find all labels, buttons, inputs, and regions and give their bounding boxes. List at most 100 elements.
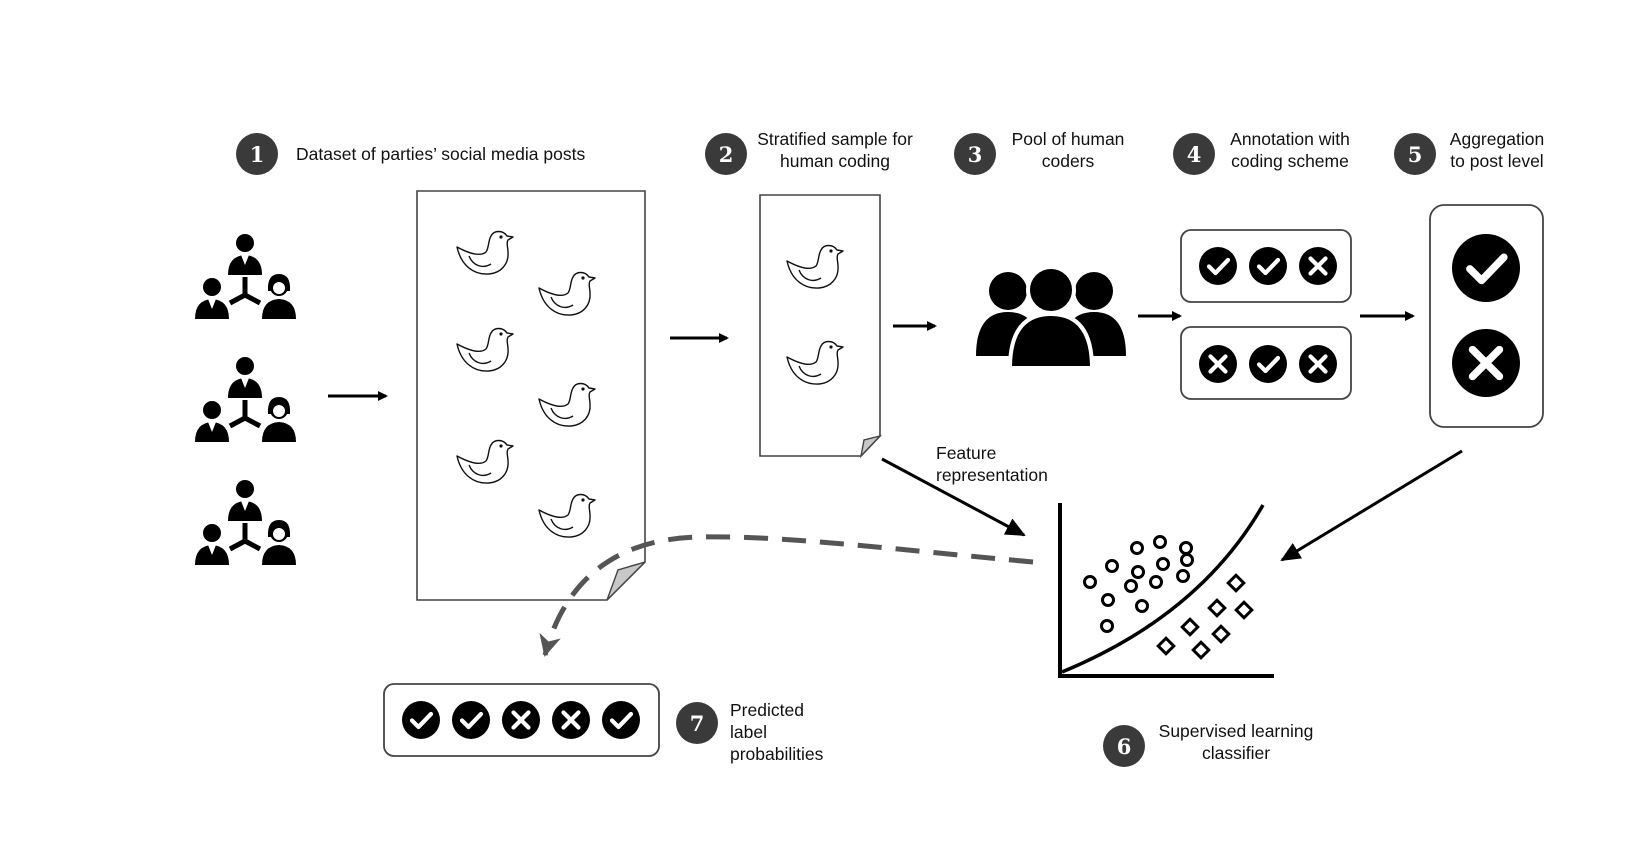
plot-points [1083,535,1254,660]
check-circle-icon [452,701,490,739]
class-a-point [1130,541,1144,555]
step-6-badge [1103,725,1145,767]
decision-boundary [1061,504,1265,674]
post-icons [456,230,844,538]
twitter-bird-icon [538,271,596,316]
step-4-label-line-2: coding scheme [1231,151,1349,171]
class-a-point [1101,593,1115,607]
cross-circle-icon [502,701,540,739]
party-groups [195,234,296,565]
step-4-label-line-1: Annotation with [1230,129,1350,149]
step-6-label-line-1: Supervised learning [1159,721,1314,741]
cross-circle-icon [1299,345,1337,383]
class-a-point [1153,535,1167,549]
step-4-number: 4 [1187,142,1202,167]
arrow-sample-to-classifier [881,457,1026,537]
twitter-bird-icon [786,340,844,385]
feature-representation-line-1: Feature [936,443,996,463]
sample-paper [759,194,881,457]
class-b-point [1234,600,1254,620]
class-a-point [1179,541,1193,555]
step-4-badge [1173,133,1215,175]
sample-document [759,194,883,459]
people-group-icon [976,265,1126,370]
class-a-point [1131,565,1145,579]
sample-page-fold [859,434,883,459]
aggregation-icons [1452,234,1520,397]
party-network-icon [195,357,296,442]
step-5-label-line-2: to post level [1450,151,1543,171]
step-2-number: 2 [719,142,734,167]
step-6-number: 6 [1117,734,1132,759]
step-4: 4 Annotation with coding scheme [1173,129,1350,175]
step-5-label-line-1: Aggregation [1450,129,1544,149]
class-a-point [1100,619,1114,633]
class-a-point [1105,559,1119,573]
class-a-point [1180,553,1194,567]
step-7-badge [676,702,718,744]
twitter-bird-icon [538,493,596,538]
check-circle-icon [1452,234,1520,302]
step-2-badge [705,133,747,175]
step-1-badge [236,133,278,175]
class-b-point [1180,617,1200,637]
step-6: 6 Supervised learning classifier [1103,721,1313,767]
classifier-plot [1058,503,1274,678]
class-a-point [1124,579,1138,593]
twitter-bird-icon [538,382,596,427]
step-5: 5 Aggregation to post level [1394,129,1544,175]
party-network-icon [195,234,296,319]
class-b-point [1207,598,1227,618]
annotation-icons [1199,247,1337,383]
twitter-bird-icon [456,230,514,275]
step-5-badge [1394,133,1436,175]
check-circle-icon [1249,247,1287,285]
step-1-number: 1 [250,142,265,167]
check-circle-icon [402,701,440,739]
class-a-point [1149,575,1163,589]
cross-circle-icon [1452,329,1520,397]
check-circle-icon [602,701,640,739]
step-2: 2 Stratified sample for human coding [705,129,913,175]
dashed-arrow-classifier-to-predictions [539,534,1034,657]
cross-circle-icon [1199,345,1237,383]
feature-representation-line-2: representation [936,465,1048,485]
twitter-bird-icon [786,244,844,289]
step-3-label-line-2: coders [1042,151,1095,171]
step-7-number: 7 [690,711,705,736]
predicted-icons [402,701,640,739]
step-5-number: 5 [1408,142,1423,167]
twitter-bird-icon [456,439,514,484]
cross-circle-icon [1299,247,1337,285]
class-a-point [1135,599,1149,613]
twitter-bird-icon [456,327,514,372]
step-3-number: 3 [968,142,983,167]
step-2-label-line-1: Stratified sample for [757,129,913,149]
dataset-document [416,190,646,601]
step-7-label-line-1: Predicted [730,700,804,720]
class-a-point [1176,569,1190,583]
class-b-point [1191,640,1211,660]
step-7-label-line-2: label [730,722,767,742]
class-a-point [1156,557,1170,571]
dataset-page-fold [606,561,646,601]
step-7: 7 Predicted label probabilities [676,700,824,764]
check-circle-icon [1249,345,1287,383]
class-b-point [1211,624,1231,644]
step-3-label-line-1: Pool of human [1012,129,1125,149]
cross-circle-icon [552,701,590,739]
step-3: 3 Pool of human coders [954,129,1124,175]
step-1-label: Dataset of parties’ social media posts [296,144,585,164]
class-b-point [1156,636,1176,656]
dataset-paper [416,190,646,601]
step-7-label-line-3: probabilities [730,744,824,764]
step-1: 1 Dataset of parties’ social media posts [236,133,585,175]
step-2-label-line-2: human coding [780,151,890,171]
arrow-aggregation-to-classifier [1280,449,1463,562]
class-b-point [1226,573,1246,593]
step-3-badge [954,133,996,175]
class-a-point [1083,575,1097,589]
party-network-icon [195,480,296,565]
step-6-label-line-2: classifier [1202,743,1270,763]
